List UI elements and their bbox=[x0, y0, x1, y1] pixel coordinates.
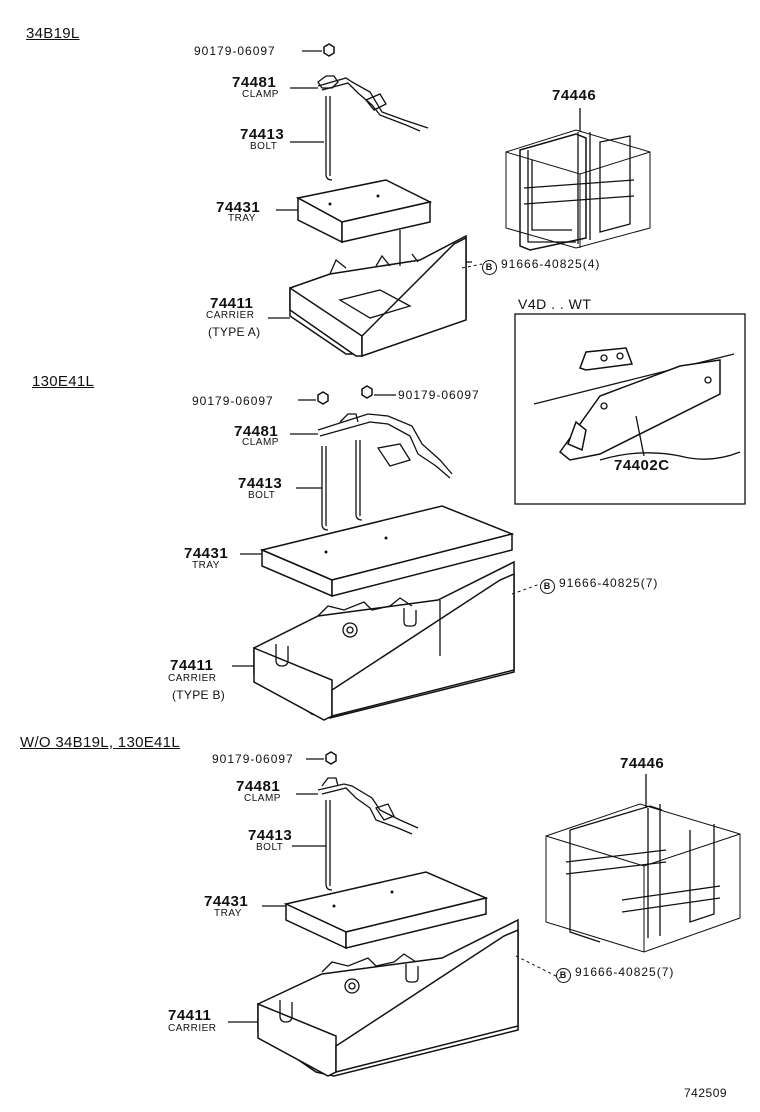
section-3-bolt-name: BOLT bbox=[256, 842, 284, 853]
tray-part bbox=[283, 871, 489, 950]
b-marker-icon: B bbox=[540, 579, 555, 594]
section-2-tray-number: 74431 bbox=[184, 545, 229, 562]
section-1-title: 34B19L bbox=[26, 25, 80, 42]
inset-part-number: 74402C bbox=[614, 457, 670, 474]
section-2-drawing bbox=[232, 385, 541, 721]
section-3-bolt-number: 74413 bbox=[248, 827, 293, 844]
section-1-tray-name: TRAY bbox=[228, 213, 256, 224]
section-1-clamp-number: 74481 bbox=[232, 74, 277, 91]
section-1-clamp-name: CLAMP bbox=[242, 89, 279, 100]
section-2-clamp-number: 74481 bbox=[234, 423, 279, 440]
carrier-part bbox=[257, 918, 519, 1077]
section-1-bolt-name: BOLT bbox=[250, 141, 278, 152]
tray-part bbox=[259, 505, 515, 598]
cover-part bbox=[505, 129, 651, 251]
section-1-bolt-number: 74413 bbox=[240, 126, 285, 143]
nut-icon bbox=[317, 391, 329, 405]
section-2-carrier-variant: (TYPE B) bbox=[172, 688, 226, 702]
section-2-bolt-name: BOLT bbox=[248, 490, 276, 501]
section-2-clamp-name: CLAMP bbox=[242, 437, 279, 448]
section-1-cover-number: 74446 bbox=[552, 87, 597, 104]
section-2-tray-name: TRAY bbox=[192, 560, 220, 571]
section-1-carrier-name: CARRIER bbox=[206, 310, 255, 321]
clamp-part bbox=[317, 413, 453, 479]
section-2-carrier-name: CARRIER bbox=[168, 673, 217, 684]
bolt-part bbox=[325, 800, 333, 891]
b-marker-icon: B bbox=[482, 260, 497, 275]
section-3-title: W/O 34B19L, 130E41L bbox=[20, 734, 180, 751]
section-2-bolt-number: 74413 bbox=[238, 475, 283, 492]
carrier-part bbox=[289, 230, 472, 358]
b-marker-icon: B bbox=[556, 968, 571, 983]
section-3-tray-name: TRAY bbox=[214, 908, 242, 919]
section-3-clamp-name: CLAMP bbox=[244, 793, 281, 804]
section-1-drawing bbox=[268, 43, 651, 358]
bolt-part bbox=[321, 440, 363, 531]
section-3-tray-number: 74431 bbox=[204, 893, 249, 910]
section-1-tray-number: 74431 bbox=[216, 199, 261, 216]
clamp-part bbox=[317, 777, 419, 835]
section-3-carrier-number: 74411 bbox=[168, 1007, 212, 1024]
section-1-carrier-number: 74411 bbox=[210, 295, 254, 312]
inset-title: V4D . . WT bbox=[518, 296, 592, 312]
section-2-title: 130E41L bbox=[32, 373, 95, 390]
clamp-part bbox=[317, 75, 429, 132]
section-2-carrier-number: 74411 bbox=[170, 657, 214, 674]
cover-part bbox=[545, 803, 741, 953]
nut-icon bbox=[361, 385, 373, 399]
section-2-nut-right-number: 90179-06097 bbox=[398, 388, 480, 402]
section-1-carrier-variant: (TYPE A) bbox=[208, 325, 261, 339]
nut-icon bbox=[325, 751, 337, 765]
nut-icon bbox=[323, 43, 335, 57]
section-3-clamp-number: 74481 bbox=[236, 778, 281, 795]
bolt-part bbox=[325, 96, 333, 181]
section-3-carrier-name: CARRIER bbox=[168, 1023, 217, 1034]
section-2-nut-left-number: 90179-06097 bbox=[192, 394, 274, 408]
tray-part bbox=[295, 179, 433, 244]
section-1-nut-number: 90179-06097 bbox=[194, 44, 276, 58]
section-3-cover-number: 74446 bbox=[620, 755, 665, 772]
section-3-drawing bbox=[228, 751, 741, 1077]
diagram-code: 742509 bbox=[684, 1086, 728, 1100]
inset-box bbox=[514, 313, 746, 505]
carrier-part bbox=[253, 560, 515, 721]
section-3-nut-number: 90179-06097 bbox=[212, 752, 294, 766]
